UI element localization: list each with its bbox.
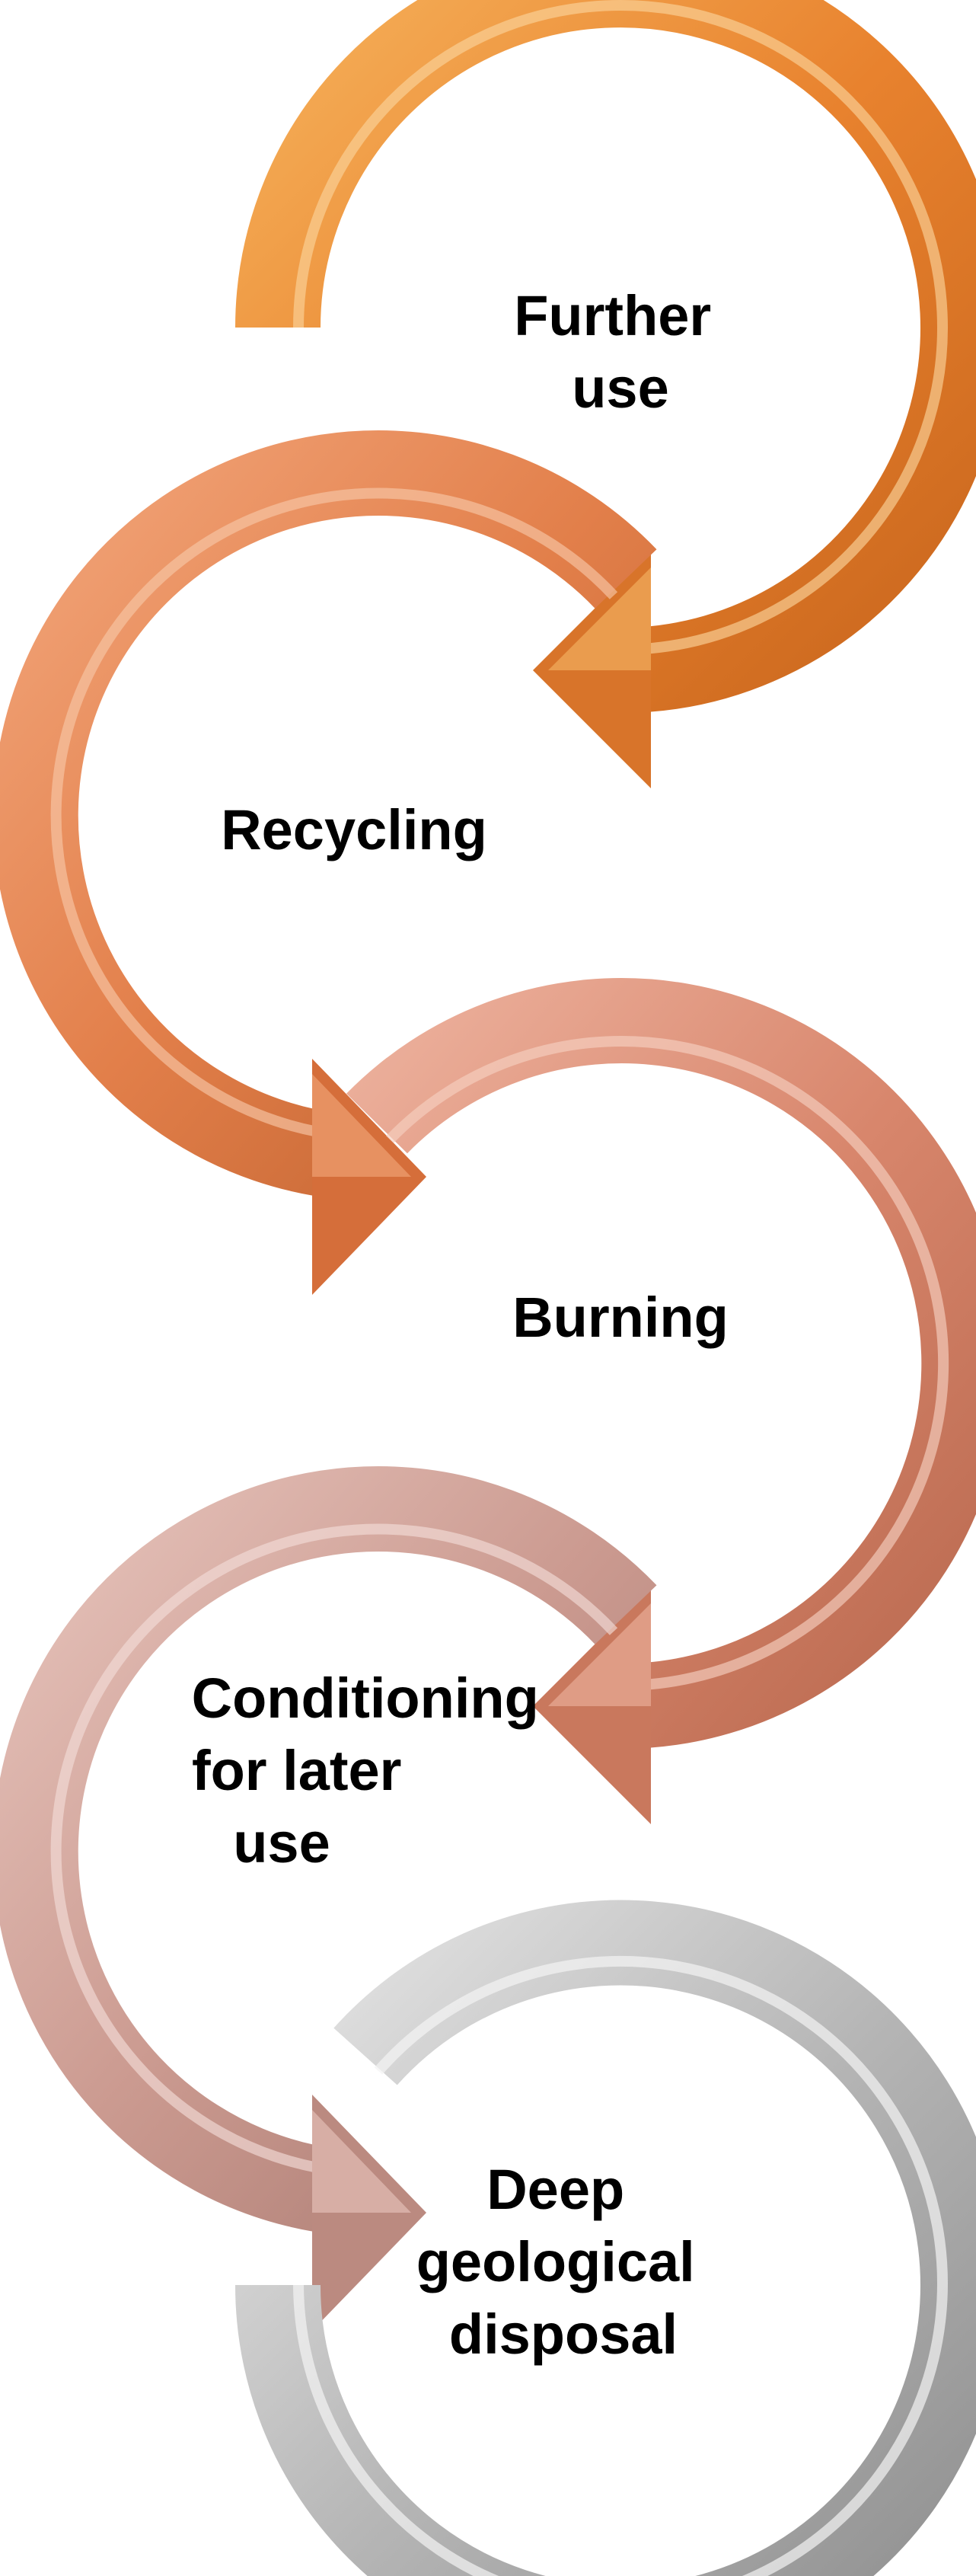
arrow-further-use-highlight	[293, 0, 948, 654]
arrow-conditioning-highlight	[50, 1523, 618, 2177]
arrow-recycling-ring	[0, 430, 657, 1199]
arrow-conditioning-head-shine	[312, 2110, 411, 2213]
arrow-conditioning-ring	[0, 1466, 657, 2235]
arrow-burning-ring	[346, 978, 976, 1748]
label-further-use: Further use	[514, 284, 727, 420]
arrow-further-use	[235, 0, 976, 788]
label-burning: Burning	[512, 1286, 729, 1349]
arrow-conditioning	[0, 1466, 657, 2331]
label-conditioning: Conditioning for later use	[192, 1667, 555, 1874]
arrow-recycling-head-shine	[312, 1074, 411, 1177]
label-deep-disposal: Deep geological disposal	[416, 2158, 711, 2366]
arrow-recycling-highlight	[50, 487, 618, 1141]
arrow-burning	[346, 978, 976, 1824]
arrow-deep-disposal	[235, 1900, 976, 2576]
arrow-deep-disposal-ring	[235, 1900, 976, 2576]
label-recycling: Recycling	[221, 798, 487, 861]
arrow-further-use-head-shine	[548, 567, 651, 670]
arrow-recycling	[0, 430, 657, 1295]
arrow-burning-head-shine	[548, 1603, 651, 1706]
arrow-burning-highlight	[385, 1035, 949, 1690]
arrow-deep-disposal-highlight	[293, 1955, 948, 2576]
arrow-further-use-ring	[235, 0, 976, 712]
